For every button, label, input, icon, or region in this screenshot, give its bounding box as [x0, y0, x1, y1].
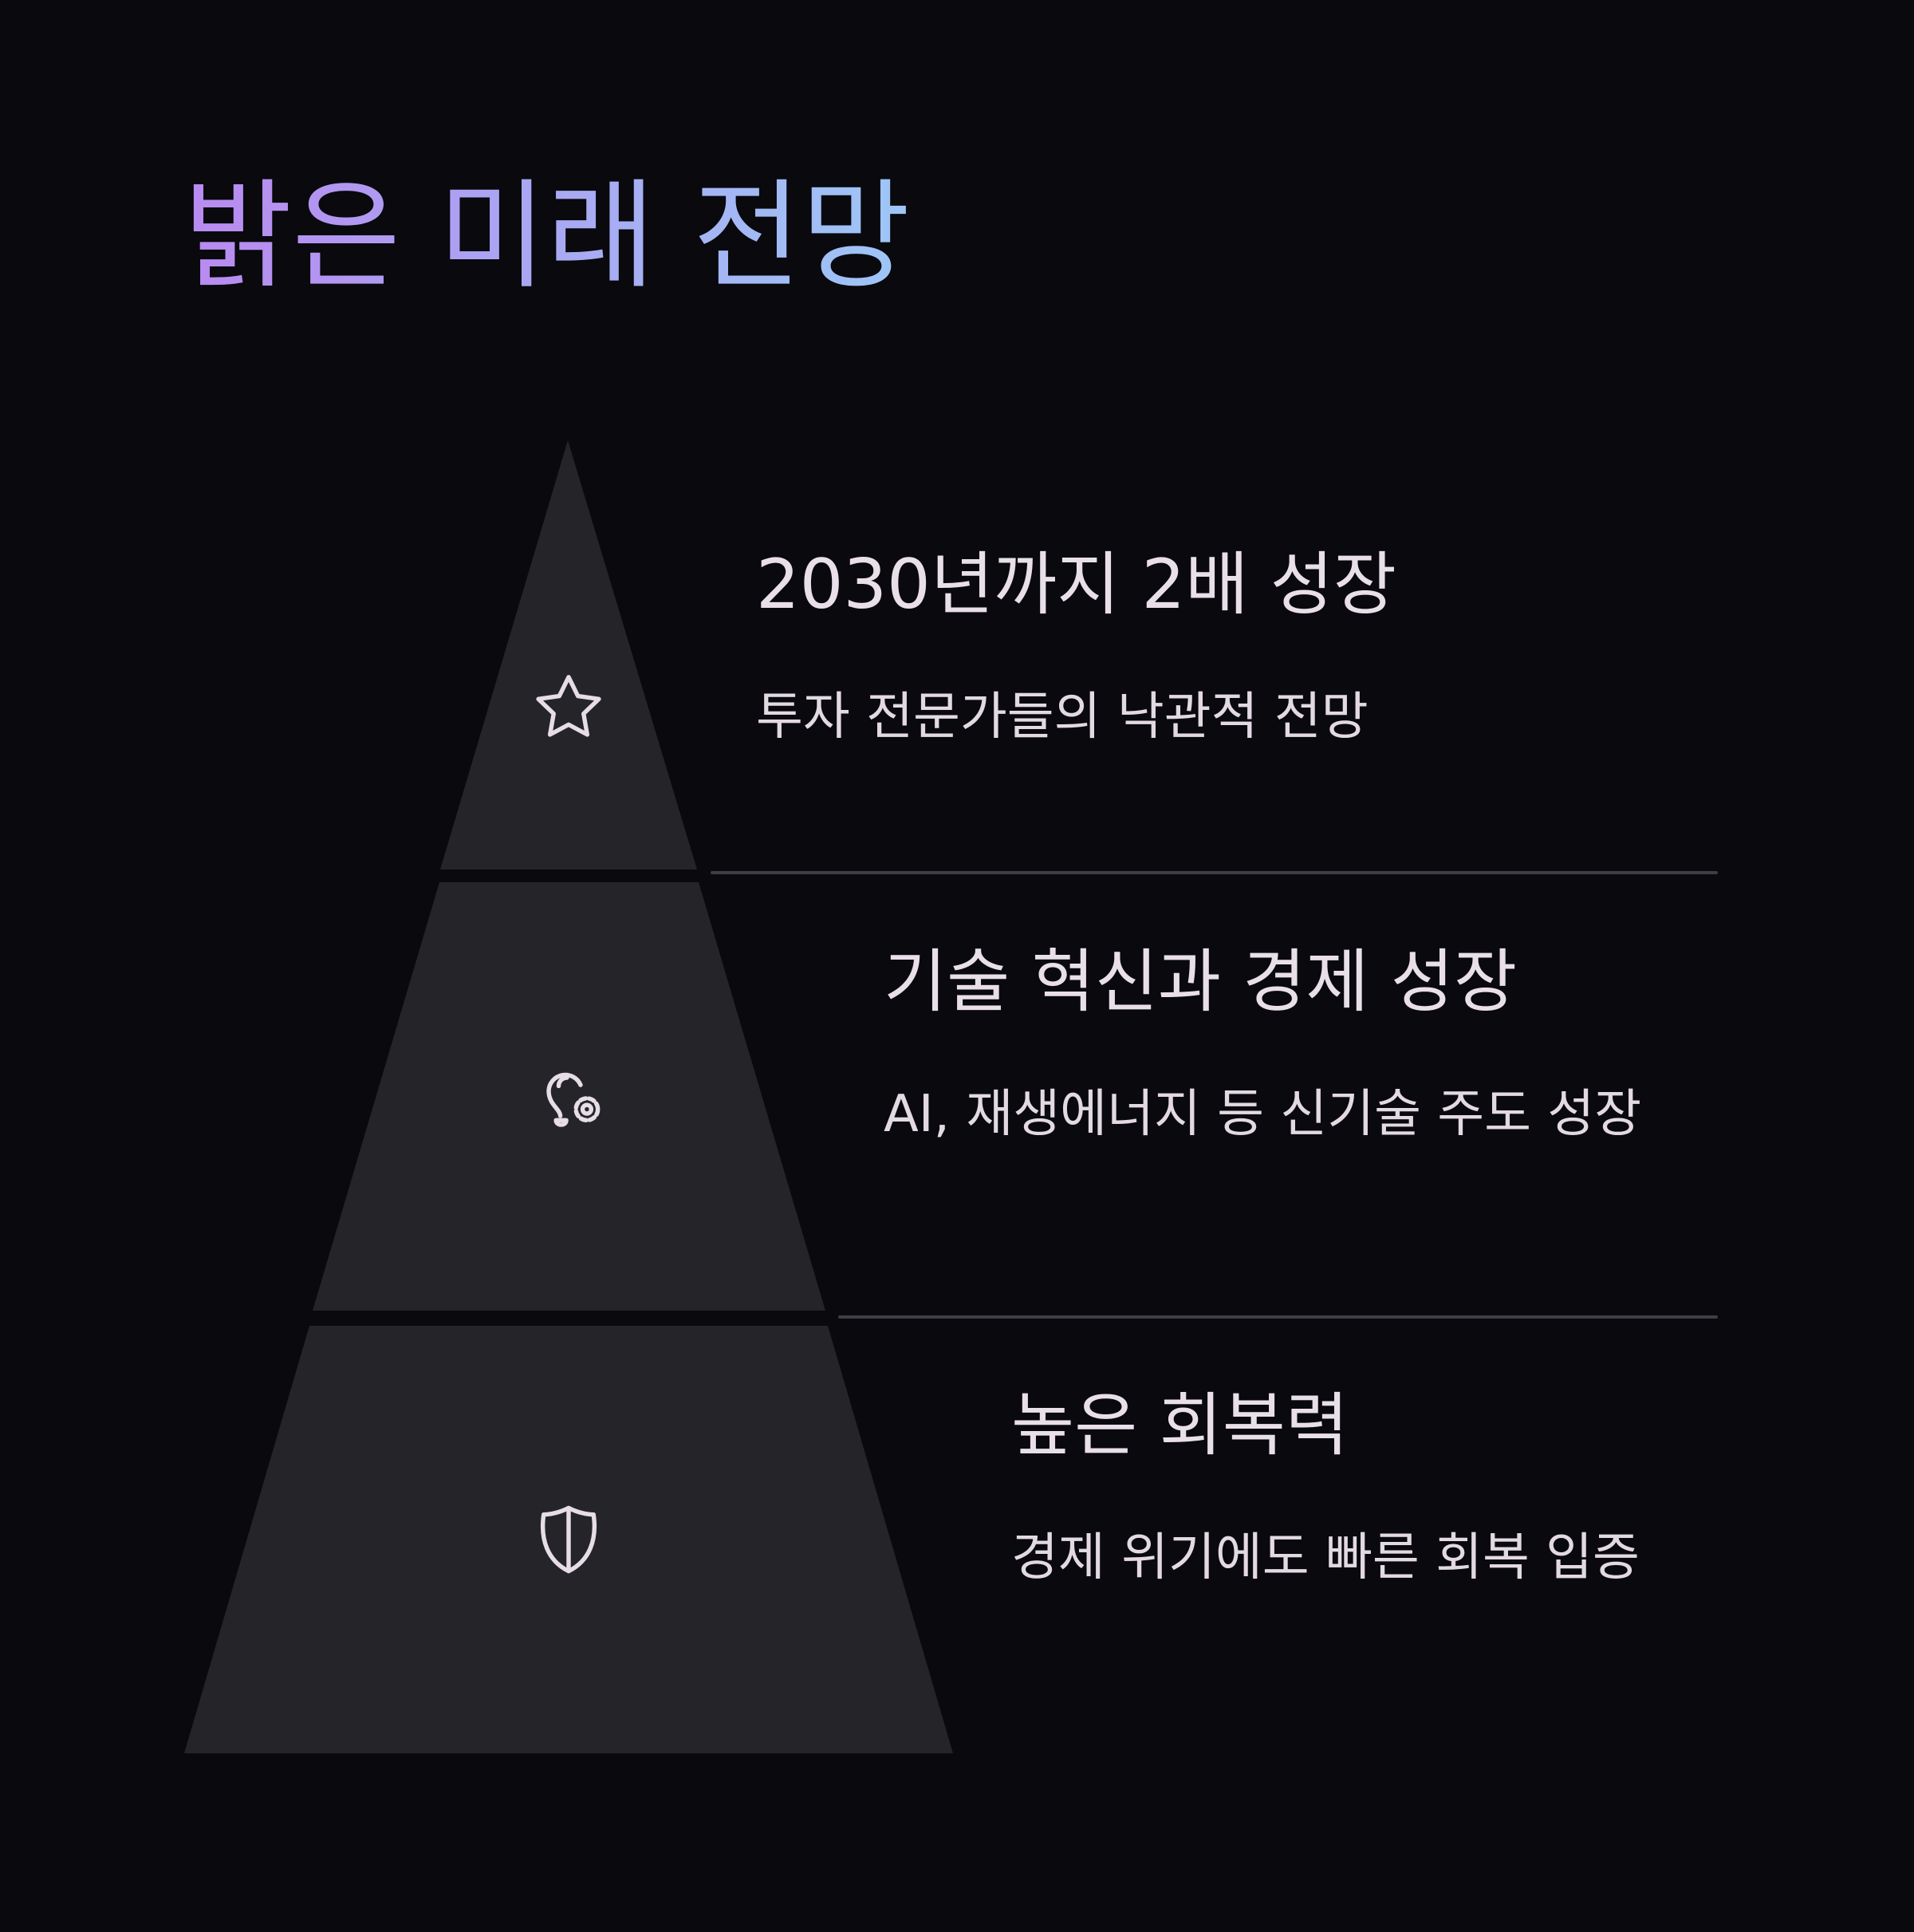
level-2-heading: 기술 혁신과 경제 성장	[884, 942, 1518, 1022]
level-2-description: AI, 재생에너지 등 신기술 주도 성장	[884, 1085, 1642, 1144]
lightbulb-gear-icon	[529, 1058, 608, 1138]
level-3-heading: 높은 회복력	[1011, 1386, 1349, 1465]
shield-icon	[529, 1500, 608, 1579]
page-title: 밝은 미래 전망	[183, 168, 911, 305]
level-1-description: 투자 전문가들의 낙관적 전망	[756, 688, 1369, 747]
pyramid-segment-middle	[313, 882, 825, 1311]
level-3-description: 경제 위기에도 빠른 회복 입증	[1011, 1528, 1640, 1587]
pyramid-segment-top	[440, 440, 697, 869]
level-1-heading: 2030년까지 2배 성장	[756, 545, 1396, 625]
star-icon	[529, 668, 608, 748]
